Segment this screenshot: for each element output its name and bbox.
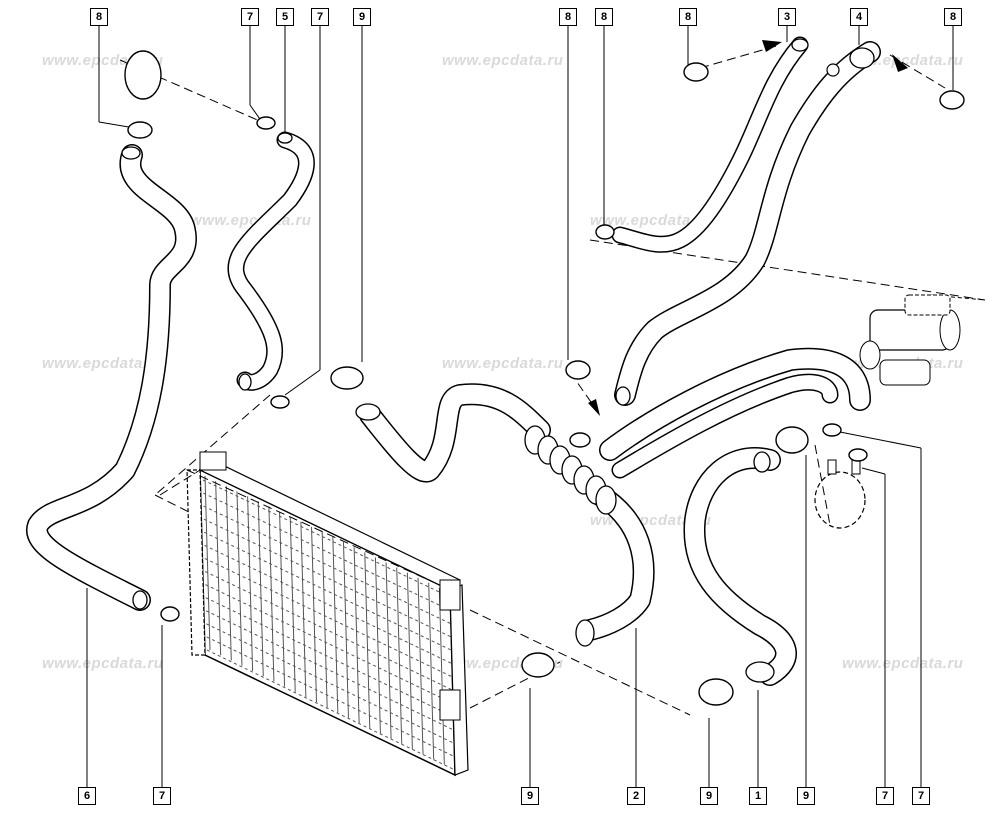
callout-5-hose: 5 <box>276 8 294 26</box>
radiator-fin <box>236 491 243 666</box>
watermark: www.epcdata.ru <box>442 52 564 69</box>
radiator-fin <box>311 526 318 703</box>
radiator-fin <box>204 544 454 665</box>
callout-8-clamp: 8 <box>595 8 613 26</box>
hose-1 <box>683 447 797 686</box>
leader-lines <box>86 26 954 787</box>
watermark: www.epcdata.ru <box>442 355 564 372</box>
radiator-fin <box>289 516 296 692</box>
radiator-fin <box>203 518 453 639</box>
callout-9-clamp: 9 <box>521 787 539 805</box>
hose-4 <box>614 41 881 406</box>
callout-8-clamp: 8 <box>90 8 108 26</box>
radiator-fin <box>204 571 454 692</box>
hose-2 <box>355 383 655 647</box>
radiator-fin <box>332 537 339 713</box>
hose-pair <box>599 347 871 479</box>
watermark: www.epcdata.ru <box>842 655 964 672</box>
radiator-fin <box>279 511 286 687</box>
radiator-fin <box>202 479 453 599</box>
assembly-lines <box>119 44 986 716</box>
radiator-fin <box>204 475 211 651</box>
radiator-fin <box>300 521 307 697</box>
radiator-fin <box>438 587 445 765</box>
connector-ring <box>814 459 866 529</box>
radiator-fin <box>353 547 360 724</box>
callout-7-clamp: 7 <box>912 787 930 805</box>
radiator-fin <box>321 531 328 708</box>
callout-7-clamp: 7 <box>153 787 171 805</box>
radiator-fin <box>204 558 454 678</box>
radiator-fin <box>385 562 392 739</box>
radiator-fin <box>428 582 435 760</box>
callout-3-hose: 3 <box>778 8 796 26</box>
radiator-fin <box>203 492 453 612</box>
callout-9-clamp: 9 <box>353 8 371 26</box>
radiator-fin <box>215 481 222 656</box>
radiator-fin <box>225 486 232 661</box>
callout-8-clamp: 8 <box>679 8 697 26</box>
radiator-fin <box>257 501 264 677</box>
callout-7-clamp: 7 <box>241 8 259 26</box>
radiator-fin <box>417 577 424 755</box>
radiator-fin <box>268 506 275 682</box>
arrows <box>588 40 908 416</box>
callout-1-hose: 1 <box>749 787 767 805</box>
callout-7-clamp: 7 <box>311 8 329 26</box>
callout-9-clamp: 9 <box>797 787 815 805</box>
callout-9-clamp: 9 <box>700 787 718 805</box>
hose-5 <box>227 131 315 391</box>
radiator-fin <box>396 567 403 744</box>
radiator-fin <box>203 505 453 625</box>
watermark: www.epcdata.ru <box>42 655 164 672</box>
radiator-fin <box>374 557 381 734</box>
radiator-fin <box>204 531 454 652</box>
callout-7-clamp: 7 <box>876 787 894 805</box>
radiator-fin <box>247 496 254 671</box>
radiator <box>159 451 469 777</box>
radiator-fin <box>205 584 455 705</box>
callout-2-hose: 2 <box>627 787 645 805</box>
callout-6-hose: 6 <box>78 787 96 805</box>
radiator-fin <box>205 597 455 718</box>
clamps <box>124 50 965 706</box>
callout-8-clamp: 8 <box>944 8 962 26</box>
thermostat-housing <box>859 294 961 386</box>
radiator-fin <box>206 623 455 744</box>
radiator-fin <box>406 572 413 750</box>
hose-6 <box>26 144 197 611</box>
radiator-fin <box>206 636 455 758</box>
radiator-fin <box>342 542 349 718</box>
radiator-fin <box>206 649 456 771</box>
watermark: www.epcdata.ru <box>590 212 712 229</box>
callout-8-clamp: 8 <box>559 8 577 26</box>
hose-3 <box>611 36 809 253</box>
radiator-fin <box>364 552 371 729</box>
radiator-fin <box>205 610 455 731</box>
callout-4-hose: 4 <box>850 8 868 26</box>
watermark: www.epcdata.ru <box>42 355 164 372</box>
